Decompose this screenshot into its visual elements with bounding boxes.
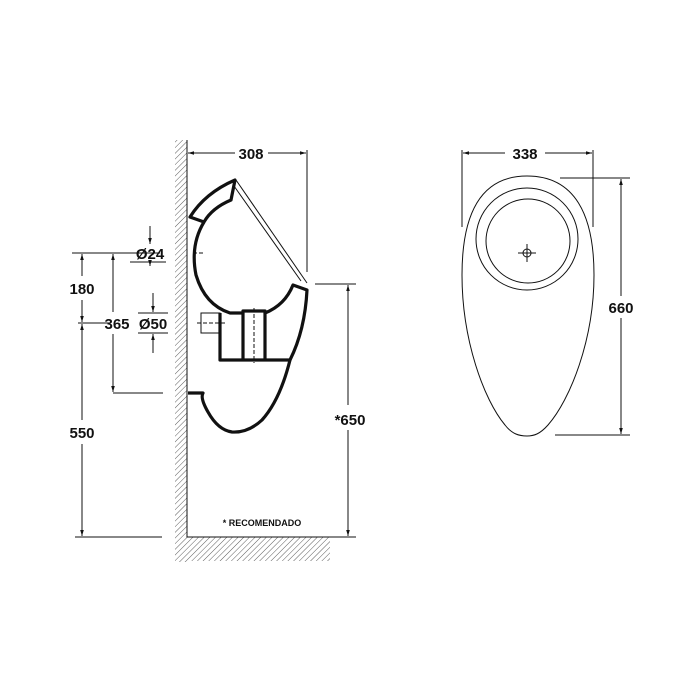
dim-d50-label: Ø50 [139,316,167,333]
dim-550-label: 550 [69,425,94,442]
outlet-pipe [200,312,221,334]
urinal-front-outline [461,175,595,437]
drain-crosshair [518,244,536,262]
floor-hatch [187,537,330,561]
front-view: 338 660 [461,146,634,437]
recommended-note: * RECOMENDADO [223,518,302,528]
front-lip-line-inner [233,185,302,282]
dim-d24-label: Ø24 [136,246,165,263]
lower-body [188,359,292,434]
bowl-outer-ring [475,187,579,291]
front-lip-line [235,179,308,284]
dim-width-label: 338 [512,146,537,163]
dim-height-label: 660 [608,300,633,317]
bowl-outline [192,221,309,362]
dim-365-label: 365 [104,316,129,333]
dim-depth-label: 308 [238,146,263,163]
trap-outline [241,313,267,360]
wall-hatch [175,140,187,562]
wall-floor-line [186,140,330,538]
dim-180-label: 180 [69,281,94,298]
bowl-inner-ring [485,198,571,284]
side-view: 308 180 365 550 Ø24 Ø50 *650 * RECOMENDA… [69,140,365,562]
top-spreader [188,178,237,224]
dim-650-label: *650 [335,412,366,429]
